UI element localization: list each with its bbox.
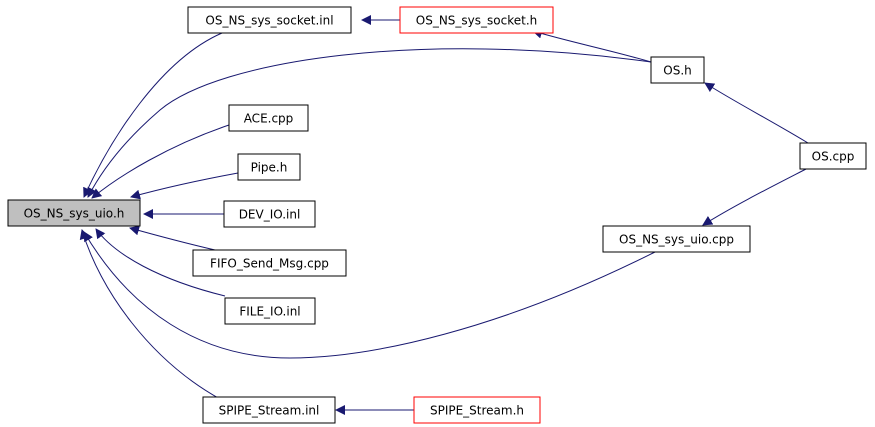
node-label: FIFO_Send_Msg.cpp bbox=[210, 257, 329, 271]
node-spipe-stream-h[interactable]: SPIPE_Stream.h bbox=[413, 396, 541, 424]
edge-os-cpp-to-os-h bbox=[704, 82, 809, 144]
edge-ace-cpp-to-uio-h bbox=[91, 124, 230, 199]
edge-os-h-to-socket-h bbox=[532, 28, 652, 63]
node-label: FILE_IO.inl bbox=[239, 305, 300, 319]
edge-fifo-to-uio-h bbox=[129, 225, 216, 251]
node-label: Pipe.h bbox=[251, 161, 288, 175]
node-spipe-stream-inl[interactable]: SPIPE_Stream.inl bbox=[202, 396, 336, 424]
node-label: ACE.cpp bbox=[244, 112, 294, 126]
edge-uio-cpp-to-uio-h bbox=[83, 231, 658, 359]
node-label: OS_NS_sys_uio.cpp bbox=[619, 233, 734, 247]
node-label: OS_NS_sys_uio.h bbox=[24, 207, 125, 221]
edge-socket-inl-to-uio-h bbox=[83, 32, 223, 198]
node-os-cpp[interactable]: OS.cpp bbox=[799, 142, 867, 170]
node-label: OS.h bbox=[663, 64, 691, 78]
node-label: DEV_IO.inl bbox=[239, 208, 301, 222]
node-label: SPIPE_Stream.inl bbox=[219, 404, 320, 418]
node-file-io-inl[interactable]: FILE_IO.inl bbox=[224, 297, 316, 325]
node-label: SPIPE_Stream.h bbox=[430, 404, 524, 418]
node-ace-cpp[interactable]: ACE.cpp bbox=[228, 104, 309, 132]
node-os-ns-sys-socket-inl[interactable]: OS_NS_sys_socket.inl bbox=[187, 6, 352, 34]
node-pipe-h[interactable]: Pipe.h bbox=[237, 153, 301, 181]
node-os-h[interactable]: OS.h bbox=[650, 56, 705, 84]
node-os-ns-sys-socket-h[interactable]: OS_NS_sys_socket.h bbox=[399, 6, 554, 34]
node-label: OS.cpp bbox=[812, 150, 855, 164]
node-label: OS_NS_sys_socket.h bbox=[416, 14, 537, 28]
node-fifo-send-msg-cpp[interactable]: FIFO_Send_Msg.cpp bbox=[192, 249, 347, 277]
edge-pipe-h-to-uio-h bbox=[130, 172, 239, 200]
edge-spipe-inl-to-uio-h bbox=[79, 229, 221, 400]
edge-os-cpp-to-uio-cpp bbox=[702, 167, 809, 226]
node-dev-io-inl[interactable]: DEV_IO.inl bbox=[223, 200, 316, 228]
node-label: OS_NS_sys_socket.inl bbox=[205, 14, 333, 28]
node-os-ns-sys-uio-h[interactable]: OS_NS_sys_uio.h bbox=[7, 199, 141, 227]
edge-os-h-to-uio-h bbox=[87, 48, 652, 198]
edge-file-io-inl-to-uio-h bbox=[95, 228, 226, 297]
node-os-ns-sys-uio-cpp[interactable]: OS_NS_sys_uio.cpp bbox=[602, 225, 751, 253]
